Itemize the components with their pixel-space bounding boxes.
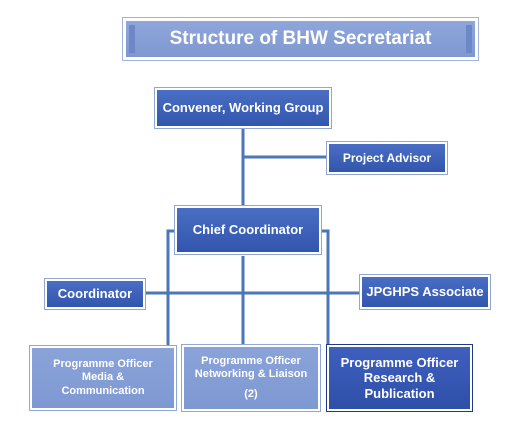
node-po-networking-count: (2) [244, 387, 258, 400]
node-project-advisor-label: Project Advisor [342, 150, 432, 165]
node-chief-coordinator-label: Chief Coordinator [192, 222, 304, 238]
node-jpghps-associate-label: JPGHPS Associate [366, 284, 484, 300]
node-coordinator: Coordinator [45, 279, 145, 309]
node-po-research: Programme Officer Research & Publication [327, 345, 472, 411]
node-convener-label: Convener, Working Group [162, 100, 324, 116]
node-po-networking: Programme Officer Networking & Liaison (… [182, 345, 320, 411]
node-chief-coordinator: Chief Coordinator [175, 206, 321, 254]
node-po-research-label: Programme Officer Research & Publication [340, 354, 459, 401]
page-title: Structure of BHW Secretariat [123, 18, 478, 60]
node-jpghps-associate: JPGHPS Associate [360, 275, 490, 309]
node-project-advisor: Project Advisor [327, 142, 447, 174]
node-po-media-label: Programme Officer Media & Communication [53, 358, 153, 397]
node-po-media: Programme Officer Media & Communication [30, 346, 176, 410]
node-coordinator-label: Coordinator [57, 286, 133, 302]
node-convener: Convener, Working Group [155, 88, 331, 128]
node-po-networking-label: Programme Officer Networking & Liaison [194, 355, 308, 381]
